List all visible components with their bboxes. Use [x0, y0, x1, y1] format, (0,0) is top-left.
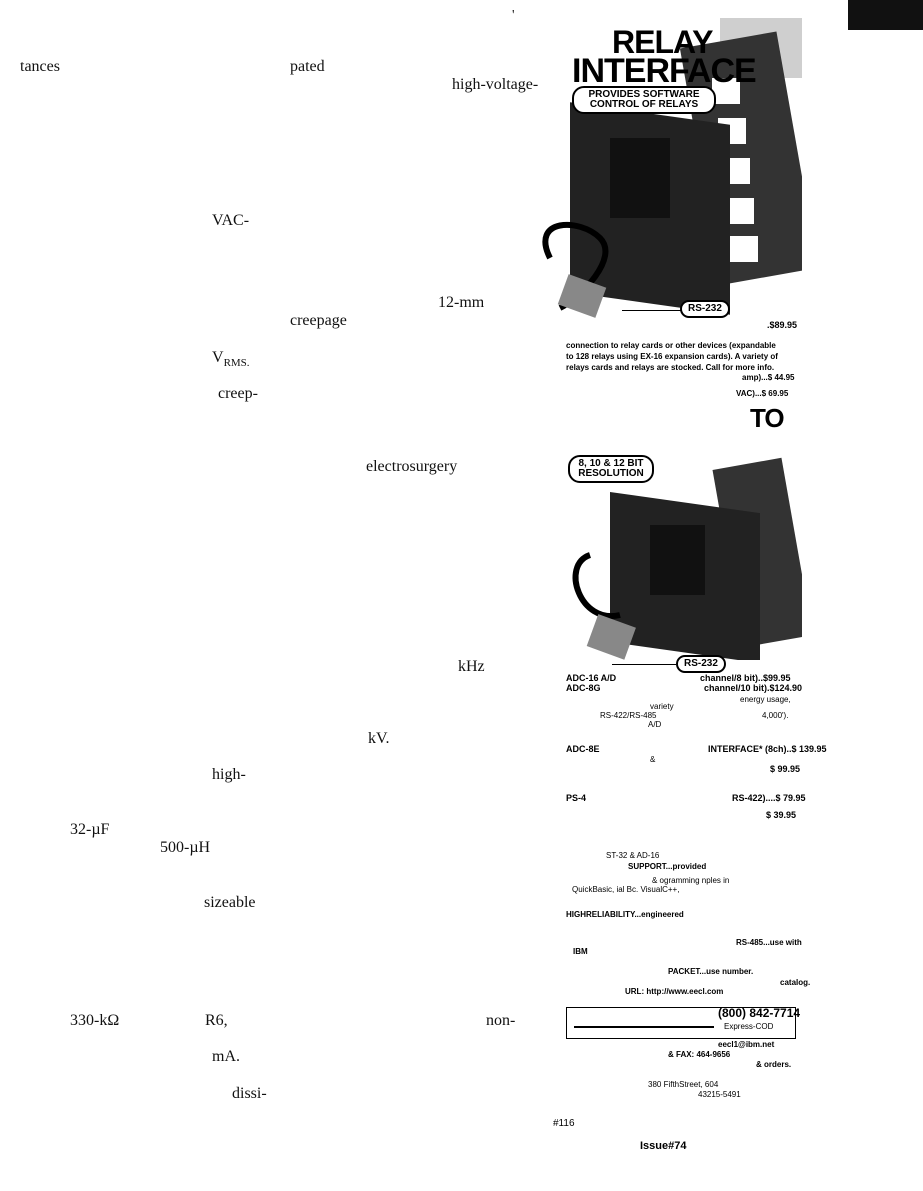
price-39: $ 39.95 — [766, 810, 797, 820]
orders-line: & orders. — [756, 1060, 792, 1069]
resolution-badge: 8, 10 & 12 BIT RESOLUTION — [568, 455, 654, 483]
adc8e-label: ADC-8E — [566, 744, 600, 754]
text-fragment-kv: kV. — [368, 730, 390, 747]
adc16-label: ADC-16 A/D — [566, 673, 617, 683]
ad-desc-3: relays cards and relays are stocked. Cal… — [566, 363, 775, 372]
badge-line2: CONTROL OF RELAYS — [589, 99, 699, 110]
adc8g-label: ADC-8G — [566, 683, 601, 693]
quickbasic-line: QuickBasic, ial Bc. VisualC++, — [572, 885, 680, 894]
text-fragment-500uh: 500-µH — [160, 839, 211, 856]
rs232-pill-2: RS-232 — [676, 655, 726, 673]
url-value: http://www.eecl.com — [646, 987, 724, 996]
distance: 4,000'). — [762, 711, 789, 720]
ad-title-line1: RELAY — [612, 24, 714, 60]
provides-software-badge: PROVIDES SOFTWARE CONTROL OF RELAYS — [572, 86, 716, 114]
relay-interface-product-photo — [540, 18, 802, 320]
text-fragment-creepage: creepage — [290, 312, 347, 329]
adc-board-product-photo — [560, 455, 802, 660]
page-corner-mark — [848, 0, 923, 30]
text-fragment-330k: 330-kΩ — [70, 1012, 120, 1029]
divider-2 — [612, 664, 676, 665]
ibm-label: IBM — [573, 947, 588, 956]
adc16-price: channel/8 bit)..$99.95 — [700, 673, 791, 683]
ad-desc-2: to 128 relays using EX-16 expansion card… — [566, 352, 778, 361]
price-1: .$89.95 — [767, 320, 798, 330]
text-fragment-tances: tances — [20, 58, 60, 75]
to-heading: TO — [750, 403, 785, 433]
price-2: amp)...$ 44.95 — [742, 373, 795, 382]
text-fragment-32uf: 32-µF — [70, 821, 110, 838]
ps4-label: PS-4 — [566, 793, 587, 803]
rs232-pill-1: RS-232 — [680, 300, 730, 318]
rs485-use: RS-485...use with — [736, 938, 802, 947]
url-label: URL: — [625, 987, 645, 996]
express-cod: Express-COD — [724, 1022, 774, 1031]
price-99: $ 99.95 — [770, 764, 801, 774]
ad-desc-1: connection to relay cards or other devic… — [566, 341, 776, 350]
rs422-rs485: RS-422/RS-485 — [600, 711, 657, 720]
text-fragment-creep: creep- — [218, 385, 258, 402]
ampersand-1: & — [650, 755, 656, 764]
reliability-line: HIGHRELIABILITY...engineered — [566, 910, 684, 919]
text-fragment-non: non- — [486, 1012, 516, 1029]
text-fragment-dissi: dissi- — [232, 1085, 267, 1102]
text-fragment-electrosurgery: electrosurgery — [366, 458, 458, 475]
text-fragment-high: high- — [212, 766, 246, 783]
support-line: SUPPORT...provided — [628, 862, 707, 871]
ad-label: A/D — [648, 720, 662, 729]
text-fragment-pated: pated — [290, 58, 325, 75]
st32-ad16: ST-32 & AD-16 — [606, 851, 660, 860]
res-line1: 8, 10 & 12 BIT — [578, 458, 644, 469]
programming-line: & ogramming nples in — [652, 876, 730, 885]
v-symbol: V — [212, 349, 224, 366]
reader-service-number: #116 — [553, 1118, 575, 1129]
price-3: VAC)...$ 69.95 — [736, 389, 789, 398]
packet-line: PACKET...use number. — [668, 967, 754, 976]
fax-line: & FAX: 464-9656 — [668, 1050, 731, 1059]
catalog-label: catalog. — [780, 978, 811, 987]
text-fragment-khz: kHz — [458, 658, 485, 675]
address-line2: 43215-5491 — [698, 1090, 741, 1099]
text-fragment-vrms: VRMS. — [212, 349, 250, 369]
email: eecl1@ibm.net — [718, 1040, 775, 1049]
badge-line1: PROVIDES SOFTWARE — [588, 89, 700, 100]
phone-underline — [574, 1026, 714, 1028]
energy-usage: energy usage, — [740, 695, 791, 704]
text-fragment-12mm: 12-mm — [438, 294, 485, 311]
phone-number: (800) 842-7714 — [718, 1006, 801, 1020]
ad-title-line2: INTERFACE — [572, 52, 757, 90]
address-line1: 380 FifthStreet, 604 — [648, 1080, 719, 1089]
adc8g-price: channel/10 bit).$124.90 — [704, 683, 803, 693]
adc8e-price: INTERFACE* (8ch)..$ 139.95 — [708, 744, 827, 754]
text-fragment-high-voltage: high-voltage- — [452, 76, 539, 93]
phone-box — [566, 1007, 796, 1039]
ps4-price: RS-422)....$ 79.95 — [732, 793, 806, 803]
text-fragment-ma: mA. — [212, 1048, 240, 1065]
issue-number: Issue#74 — [640, 1140, 687, 1152]
variety: variety — [650, 702, 674, 711]
text-fragment-sizeable: sizeable — [204, 894, 256, 911]
url-line: URL: http://www.eecl.com — [625, 987, 723, 996]
res-line2: RESOLUTION — [578, 468, 644, 479]
stray-mark: ' — [512, 8, 515, 23]
text-fragment-r6: R6, — [205, 1012, 228, 1029]
text-fragment-vac: VAC- — [212, 212, 250, 229]
rms-subscript: RMS. — [223, 357, 250, 370]
divider-1 — [622, 310, 682, 311]
